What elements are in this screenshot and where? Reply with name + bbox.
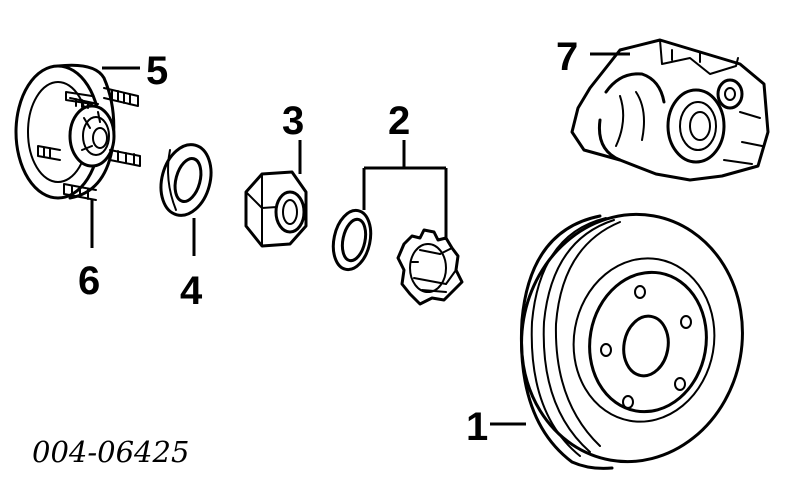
figure-code: 004-06425 xyxy=(32,435,189,469)
nut-retainer-drawing xyxy=(396,228,464,306)
caliper-callout: 7 xyxy=(556,35,630,79)
hub-callout: 5 xyxy=(102,49,168,93)
callout-5: 5 xyxy=(146,49,168,93)
nut-callout: 3 xyxy=(282,99,304,174)
callout-4: 4 xyxy=(180,269,203,313)
brake-rotor-drawing xyxy=(519,212,744,470)
wheel-hub-drawing xyxy=(14,63,141,201)
callout-2: 2 xyxy=(388,99,410,143)
callout-6: 6 xyxy=(78,259,100,303)
callout-7: 7 xyxy=(556,35,578,79)
rotor-callout: 1 xyxy=(466,405,526,449)
callout-1: 1 xyxy=(466,405,488,449)
retainer-callout: 2 xyxy=(362,99,448,238)
stud-callout: 6 xyxy=(78,200,100,303)
callout-3: 3 xyxy=(282,99,304,143)
brake-caliper-drawing xyxy=(570,38,770,182)
hex-nut-drawing xyxy=(244,170,308,248)
small-washer-drawing xyxy=(331,208,373,272)
washer-callout: 4 xyxy=(180,218,203,313)
washer-drawing xyxy=(159,143,213,217)
